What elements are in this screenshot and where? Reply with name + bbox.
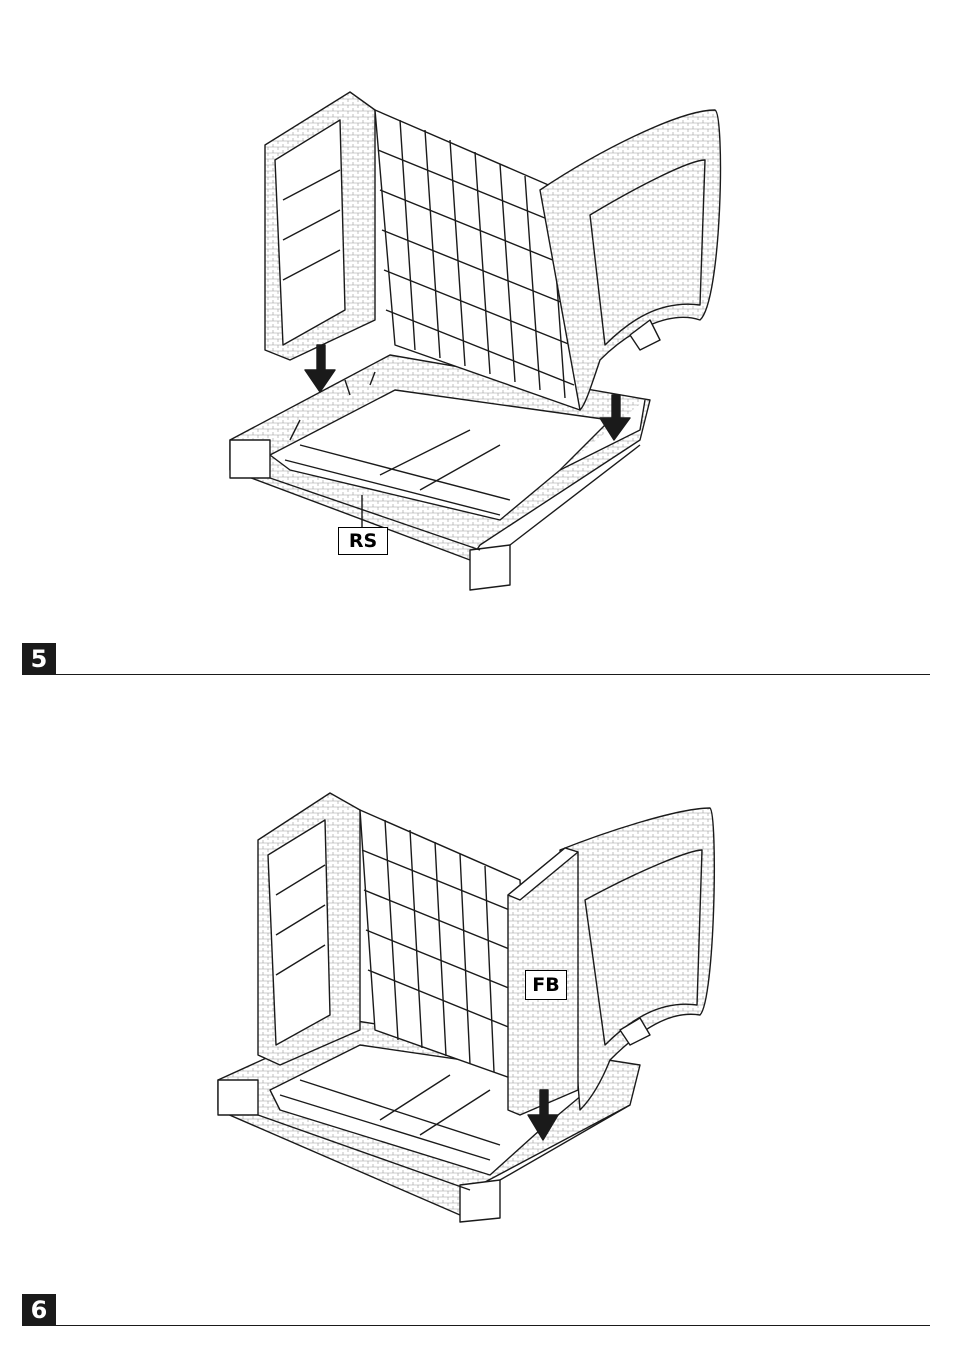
left-side-panel — [258, 793, 360, 1065]
down-arrow-icon — [305, 345, 335, 392]
assembly-illustration-step-6 — [0, 780, 954, 1230]
divider — [56, 674, 930, 675]
left-side-panel — [265, 92, 375, 360]
part-label-rs: RS — [338, 527, 388, 555]
step-number: 6 — [22, 1294, 56, 1326]
step-number: 5 — [22, 643, 56, 675]
assembly-illustration-step-5 — [0, 80, 954, 600]
part-label-fb: FB — [525, 970, 567, 1000]
step-header-5: 5 — [22, 643, 930, 675]
divider — [56, 1325, 930, 1326]
step-header-6: 6 — [22, 1294, 930, 1326]
